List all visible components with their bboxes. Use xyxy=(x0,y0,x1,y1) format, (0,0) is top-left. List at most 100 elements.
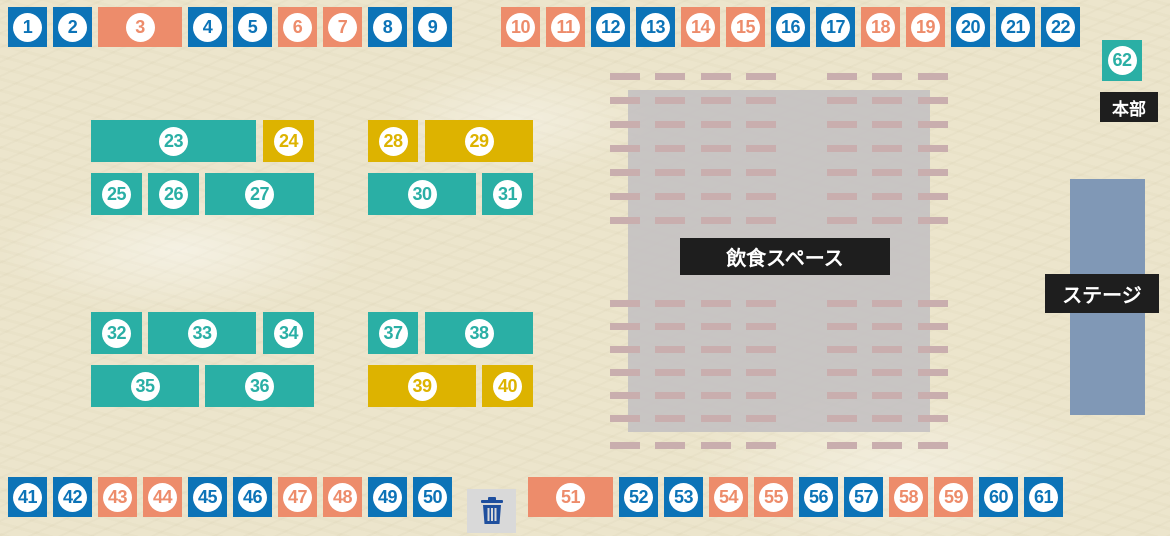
booth-19[interactable]: 19 xyxy=(906,7,945,47)
dining-table xyxy=(918,415,948,422)
booth-22[interactable]: 22 xyxy=(1041,7,1080,47)
dining-table xyxy=(918,97,948,104)
dining-table xyxy=(872,415,902,422)
booth-37[interactable]: 37 xyxy=(368,312,418,354)
booth-53[interactable]: 53 xyxy=(664,477,703,517)
dining-table xyxy=(701,145,731,152)
booth-17[interactable]: 17 xyxy=(816,7,855,47)
booth-number: 10 xyxy=(506,12,535,42)
booth-number: 27 xyxy=(245,179,274,209)
booth-56[interactable]: 56 xyxy=(799,477,838,517)
booth-number: 21 xyxy=(1001,12,1030,42)
dining-table xyxy=(827,97,857,104)
booth-number: 20 xyxy=(956,12,985,42)
dining-table xyxy=(610,392,640,399)
booth-43[interactable]: 43 xyxy=(98,477,137,517)
dining-table xyxy=(610,121,640,128)
booth-51[interactable]: 51 xyxy=(528,477,613,517)
booth-48[interactable]: 48 xyxy=(323,477,362,517)
booth-14[interactable]: 14 xyxy=(681,7,720,47)
booth-50[interactable]: 50 xyxy=(413,477,452,517)
booth-25[interactable]: 25 xyxy=(91,173,142,215)
dining-table xyxy=(701,97,731,104)
booth-46[interactable]: 46 xyxy=(233,477,272,517)
booth-21[interactable]: 21 xyxy=(996,7,1035,47)
booth-58[interactable]: 58 xyxy=(889,477,928,517)
booth-number: 57 xyxy=(849,482,878,512)
booth-32[interactable]: 32 xyxy=(91,312,142,354)
dining-table xyxy=(655,97,685,104)
booth-20[interactable]: 20 xyxy=(951,7,990,47)
booth-30[interactable]: 30 xyxy=(368,173,476,215)
booth-57[interactable]: 57 xyxy=(844,477,883,517)
dining-table xyxy=(701,193,731,200)
booth-33[interactable]: 33 xyxy=(148,312,256,354)
booth-31[interactable]: 31 xyxy=(482,173,533,215)
dining-table xyxy=(701,369,731,376)
booth-number: 31 xyxy=(493,179,522,209)
dining-table xyxy=(872,346,902,353)
dining-table xyxy=(655,217,685,224)
booth-47[interactable]: 47 xyxy=(278,477,317,517)
dining-table xyxy=(655,121,685,128)
dining-table xyxy=(655,193,685,200)
booth-62[interactable]: 62 xyxy=(1102,40,1142,81)
booth-number: 35 xyxy=(130,371,160,401)
booth-11[interactable]: 11 xyxy=(546,7,585,47)
dining-table xyxy=(872,97,902,104)
dining-table xyxy=(918,323,948,330)
booth-26[interactable]: 26 xyxy=(148,173,199,215)
booth-18[interactable]: 18 xyxy=(861,7,900,47)
booth-7[interactable]: 7 xyxy=(323,7,362,47)
booth-42[interactable]: 42 xyxy=(53,477,92,517)
booth-45[interactable]: 45 xyxy=(188,477,227,517)
booth-44[interactable]: 44 xyxy=(143,477,182,517)
booth-4[interactable]: 4 xyxy=(188,7,227,47)
booth-number: 8 xyxy=(373,12,402,42)
booth-2[interactable]: 2 xyxy=(53,7,92,47)
dining-table xyxy=(827,193,857,200)
booth-60[interactable]: 60 xyxy=(979,477,1018,517)
booth-23[interactable]: 23 xyxy=(91,120,256,162)
booth-3[interactable]: 3 xyxy=(98,7,182,47)
booth-36[interactable]: 36 xyxy=(205,365,314,407)
booth-54[interactable]: 54 xyxy=(709,477,748,517)
booth-35[interactable]: 35 xyxy=(91,365,199,407)
trash-icon xyxy=(480,497,503,524)
booth-number: 54 xyxy=(714,482,743,512)
booth-12[interactable]: 12 xyxy=(591,7,630,47)
booth-29[interactable]: 29 xyxy=(425,120,533,162)
booth-13[interactable]: 13 xyxy=(636,7,675,47)
booth-number: 58 xyxy=(894,482,923,512)
booth-5[interactable]: 5 xyxy=(233,7,272,47)
booth-27[interactable]: 27 xyxy=(205,173,314,215)
booth-34[interactable]: 34 xyxy=(263,312,314,354)
booth-24[interactable]: 24 xyxy=(263,120,314,162)
dining-table xyxy=(918,73,948,80)
booth-28[interactable]: 28 xyxy=(368,120,418,162)
dining-table xyxy=(610,97,640,104)
booth-52[interactable]: 52 xyxy=(619,477,658,517)
booth-15[interactable]: 15 xyxy=(726,7,765,47)
dining-table xyxy=(655,415,685,422)
booth-40[interactable]: 40 xyxy=(482,365,533,407)
dining-table xyxy=(746,193,776,200)
booth-41[interactable]: 41 xyxy=(8,477,47,517)
dining-table xyxy=(746,392,776,399)
booth-1[interactable]: 1 xyxy=(8,7,47,47)
booth-number: 22 xyxy=(1046,12,1075,42)
dining-table xyxy=(827,73,857,80)
booth-number: 9 xyxy=(418,12,447,42)
booth-55[interactable]: 55 xyxy=(754,477,793,517)
dining-table xyxy=(610,346,640,353)
booth-38[interactable]: 38 xyxy=(425,312,533,354)
booth-49[interactable]: 49 xyxy=(368,477,407,517)
booth-39[interactable]: 39 xyxy=(368,365,476,407)
booth-16[interactable]: 16 xyxy=(771,7,810,47)
booth-6[interactable]: 6 xyxy=(278,7,317,47)
booth-9[interactable]: 9 xyxy=(413,7,452,47)
booth-10[interactable]: 10 xyxy=(501,7,540,47)
booth-59[interactable]: 59 xyxy=(934,477,973,517)
booth-61[interactable]: 61 xyxy=(1024,477,1063,517)
booth-8[interactable]: 8 xyxy=(368,7,407,47)
